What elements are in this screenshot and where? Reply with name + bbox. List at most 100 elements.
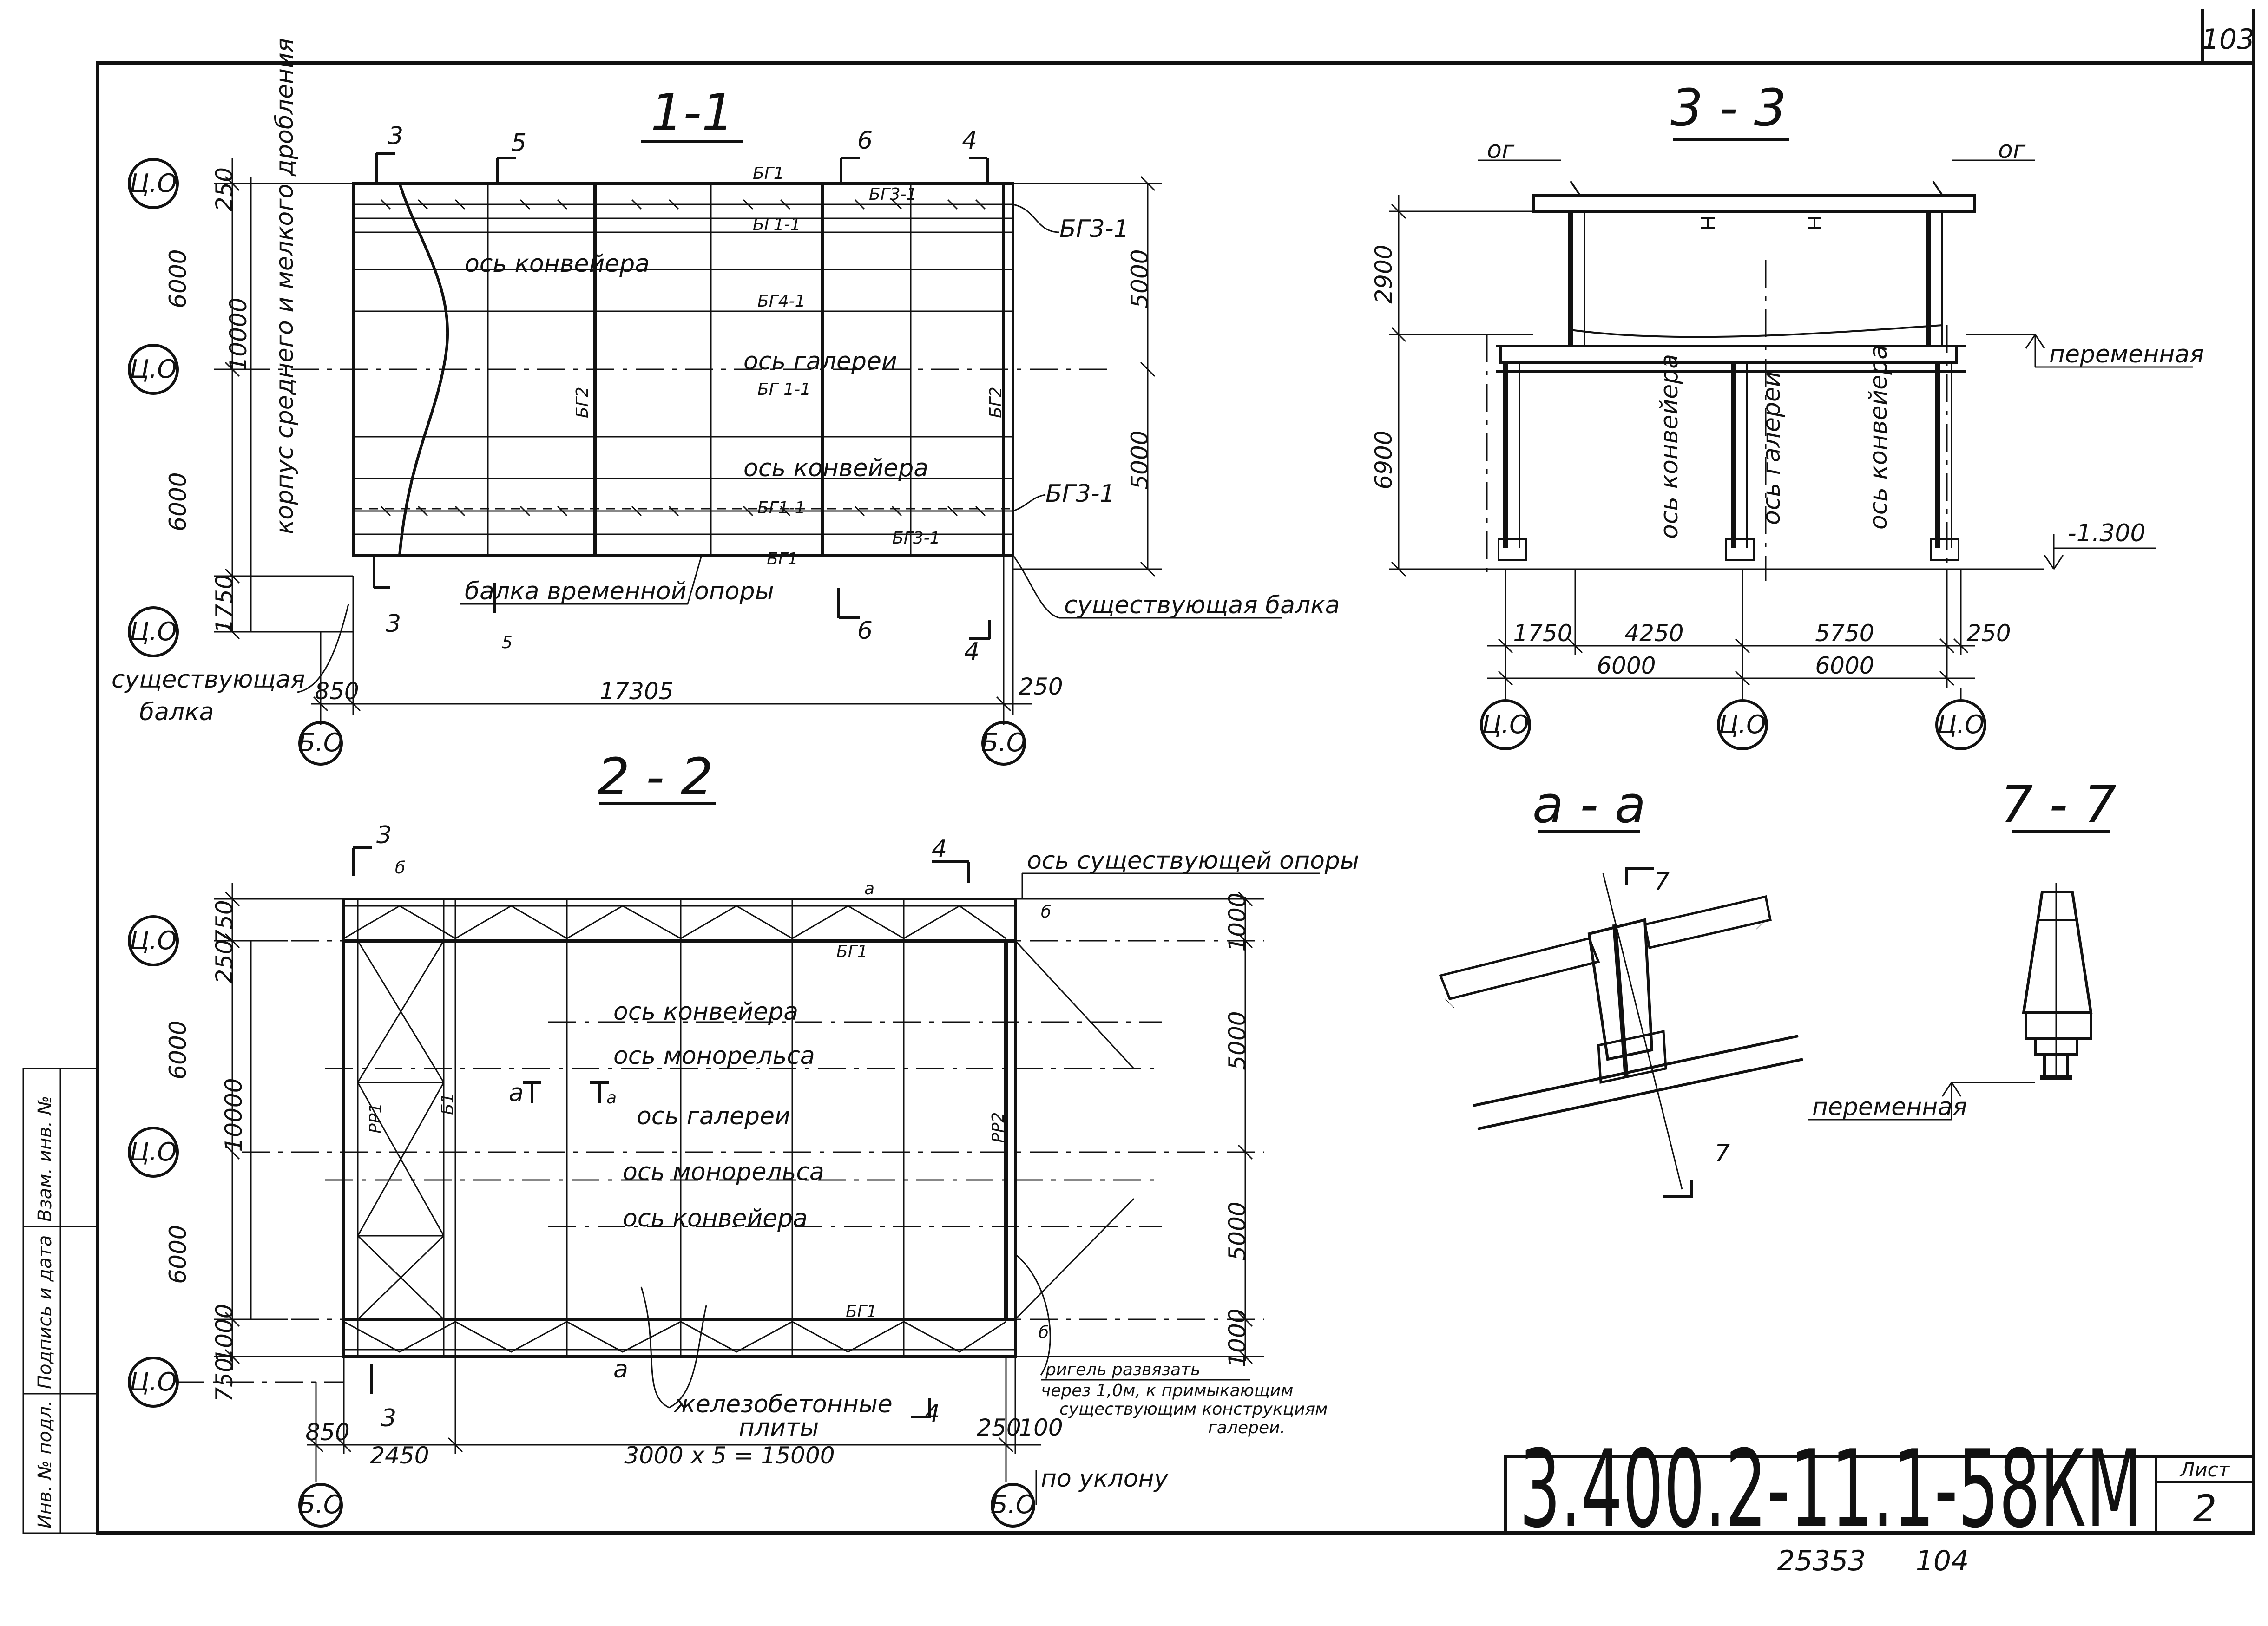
dim-22-right-5000-bot: 5000 — [1224, 1201, 1251, 1260]
label-bg1-top: БГ1 — [753, 164, 784, 183]
plan-2-2-axes — [242, 940, 1264, 1320]
plan-2-2-outline — [342, 898, 1017, 1358]
note-rigel-1: ригель развязать — [1045, 1360, 1200, 1379]
dim-22-bottom-15000: 3000 x 5 = 15000 — [624, 1442, 835, 1469]
label-33-conveyor-axis-2: ось конвейера — [1865, 345, 1893, 530]
dim-22-bottom-100: 100 — [1019, 1414, 1063, 1441]
label-bg31-top: БГ3-1 — [869, 185, 917, 204]
label-rr2: РР2 — [989, 1112, 1008, 1143]
archive-number: 25353 — [1777, 1545, 1866, 1577]
dim-chain-bottom-2-2 — [307, 1357, 1041, 1482]
label-bg31-right2: БГ3-1 — [1045, 480, 1115, 508]
note-rigel-4: галереи. — [1208, 1418, 1285, 1437]
cut-3-bottom-22: 3 — [381, 1404, 396, 1432]
label-conveyor-axis-top: ось конвейера — [465, 250, 650, 278]
label-existing-support-axis: ось существующей опоры — [1027, 847, 1359, 875]
label-b1: Б1 — [438, 1093, 457, 1115]
dim-22-bottom-850: 850 — [305, 1419, 349, 1446]
note-rigel-3: существующим конструкциям — [1059, 1400, 1328, 1419]
cut-3-top: 3 — [388, 122, 403, 150]
label-bg1-low: БГ1 — [767, 550, 798, 569]
label-existing-beam-right: существующая балка — [1064, 591, 1340, 619]
axis-bubble-22-bo-right: Б.О — [991, 1490, 1036, 1519]
dim-33-5750: 5750 — [1815, 620, 1874, 647]
detail-a-a-geometry — [1439, 873, 1803, 1190]
cut-4-top-22: 4 — [932, 835, 947, 863]
cut-4-top: 4 — [962, 127, 977, 155]
view-3-3: 3 - 3 ог ог — [1370, 78, 2204, 750]
label-a-top: а — [864, 879, 874, 898]
label-conveyor-axis-22-2: ось конвейера — [623, 1205, 808, 1233]
cut-5-bottom: 5 — [502, 633, 513, 652]
view-3-3-title: 3 - 3 — [1670, 78, 1787, 138]
dim-22-bottom-250: 250 — [977, 1414, 1021, 1441]
axis-bubble-bo-left: Б.О — [298, 728, 343, 757]
dim-33-6000-left: 6000 — [1597, 652, 1656, 679]
label-aa-right: а — [606, 1088, 617, 1108]
document-code: 3.400.2-11.1-58КМ — [1519, 1428, 2142, 1552]
sheet-number: 2 — [2193, 1487, 2217, 1530]
dim-33-250: 250 — [1966, 620, 2011, 647]
label-og-left: ог — [1487, 136, 1515, 164]
dim-22-bottom-2450: 2450 — [370, 1442, 429, 1469]
axis-bubble-22-bo-left: Б.О — [298, 1490, 343, 1519]
dim-33-6000-right: 6000 — [1815, 652, 1874, 679]
section-3-3-frame — [1496, 180, 1976, 561]
level-variable-33: переменная — [2049, 341, 2204, 368]
dim-22-left-6000-top: 6000 — [164, 1020, 191, 1079]
archive-sub-number: 104 — [1916, 1545, 1969, 1577]
dim-22-right-5000-top: 5000 — [1224, 1011, 1251, 1070]
cut-b-right-22: б — [1041, 903, 1051, 922]
cut-3-top-22: 3 — [376, 821, 392, 849]
view-1-1: 1-1 — [112, 38, 1340, 766]
label-bg31-right1: БГ3-1 — [1059, 215, 1129, 243]
label-existing-beam-left-2: балка — [139, 698, 214, 726]
axis-bubble-bo-right: Б.О — [981, 728, 1026, 757]
label-monorail-axis-2: ось монорельса — [623, 1158, 824, 1186]
level-marks-3-3 — [1966, 334, 2193, 570]
dim-chain-bottom-3-3 — [1487, 569, 1975, 688]
title-block: 3.400.2-11.1-58КМ Лист 2 25353 104 — [1504, 1428, 2255, 1577]
cut-7-bottom: 7 — [1715, 1140, 1730, 1167]
cut-b-right-bot-22: б — [1039, 1323, 1049, 1342]
label-rc-slabs-1: железобетонные — [673, 1390, 893, 1418]
dim-chain-left-3-3 — [1389, 195, 2044, 577]
level-mark-7-7 — [1808, 1082, 2035, 1121]
label-rc-slabs-2: плиты — [739, 1414, 819, 1442]
dim-chain-right-2-2 — [1015, 891, 1264, 1364]
level-minus-1300: -1.300 — [2068, 519, 2146, 547]
axis-bubble-co-1: Ц.О — [130, 169, 177, 198]
label-bg41: БГ4-1 — [757, 292, 806, 311]
label-bg11-low: БГ1-1 — [757, 498, 806, 518]
dim-22-right-1000-top: 1000 — [1224, 892, 1251, 951]
view-7-7: 7 - 7 переменная — [1808, 775, 2117, 1121]
label-rr1: РР1 — [366, 1103, 385, 1134]
view-2-2: 2 - 2 — [128, 747, 1359, 1528]
dim-chain-left-2-2 — [214, 883, 344, 1370]
cut-7-top: 7 — [1654, 868, 1670, 896]
dim-33-4250: 4250 — [1624, 620, 1683, 647]
dim-22-left-1000: 1000 — [211, 1304, 238, 1363]
sheet-label: Лист — [2179, 1458, 2230, 1481]
label-bg2-right: БГ2 — [986, 387, 1006, 418]
label-33-gallery-axis: ось галереи — [1758, 371, 1786, 525]
view-2-2-title: 2 - 2 — [597, 747, 713, 806]
label-bg2-mid: БГ2 — [573, 387, 592, 418]
view-a-a-title: а - а — [1532, 775, 1646, 834]
dim-right-5000-bot: 5000 — [1126, 430, 1153, 489]
stamp-vzam-inv: Взам. инв. № — [34, 1095, 56, 1222]
note-building-corpus: корпус среднего и мелкого дробления — [271, 38, 299, 534]
cut-b-top-22: б — [395, 859, 405, 878]
dim-left-250: 250 — [211, 167, 238, 211]
dim-33-2900: 2900 — [1370, 244, 1397, 303]
cut-4-bottom-22: 4 — [925, 1400, 940, 1428]
dim-chain-left-1-1 — [214, 158, 353, 640]
level-variable-77: переменная — [1812, 1093, 1967, 1121]
dim-22-left-750-top: 750 — [211, 900, 238, 944]
dim-left-10000: 10000 — [225, 297, 252, 371]
stamp-inv-podl: Инв. № подл. — [34, 1400, 56, 1528]
cut-4-bottom: 4 — [964, 638, 980, 666]
view-7-7-title: 7 - 7 — [2000, 775, 2117, 834]
cut-6-top: 6 — [857, 127, 873, 155]
